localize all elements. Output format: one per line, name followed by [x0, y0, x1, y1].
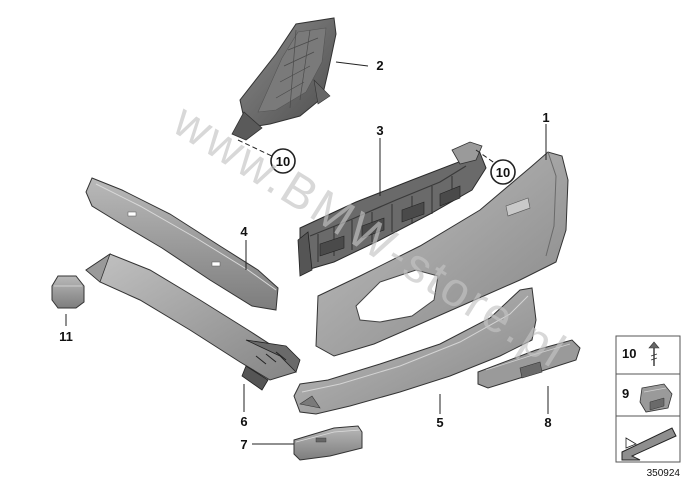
callout-10a: 10 [276, 154, 290, 169]
part-5-lower-shell [293, 287, 537, 415]
callout-6: 6 [240, 414, 247, 429]
callout-2: 2 [376, 58, 383, 73]
callout-10b-circle [490, 159, 516, 185]
callout-4: 4 [240, 224, 248, 239]
part-11-cap [51, 275, 85, 309]
part-1-side-panel [315, 151, 569, 357]
callout-8: 8 [544, 415, 551, 430]
part-6-lower-trim [85, 252, 301, 391]
callout-10b: 10 [496, 165, 510, 180]
clip-nut-icon [639, 383, 673, 413]
callout-1: 1 [542, 110, 549, 125]
callout-5: 5 [436, 415, 443, 430]
callout-11: 11 [59, 329, 73, 344]
part-7-clip [293, 425, 363, 461]
diagram-id: 350924 [647, 468, 681, 479]
screw-icon [648, 341, 660, 366]
leader-10b [475, 149, 497, 165]
part-4-trim-strip [85, 177, 279, 311]
part-3-inner-frame [297, 141, 487, 277]
leader-2 [335, 61, 369, 67]
leader-lines [65, 61, 549, 445]
legend-box: 10 9 [615, 335, 681, 463]
callout-3: 3 [376, 123, 383, 138]
callout-7: 7 [240, 437, 247, 452]
legend-label-10: 10 [622, 346, 636, 361]
part-8-bracket [477, 339, 581, 389]
wedge-arrow-icon [621, 427, 677, 461]
part-2-upper-cover [231, 17, 337, 141]
legend-label-9: 9 [622, 386, 629, 401]
callout-10a-circle [270, 148, 296, 174]
leader-10a [237, 139, 277, 159]
